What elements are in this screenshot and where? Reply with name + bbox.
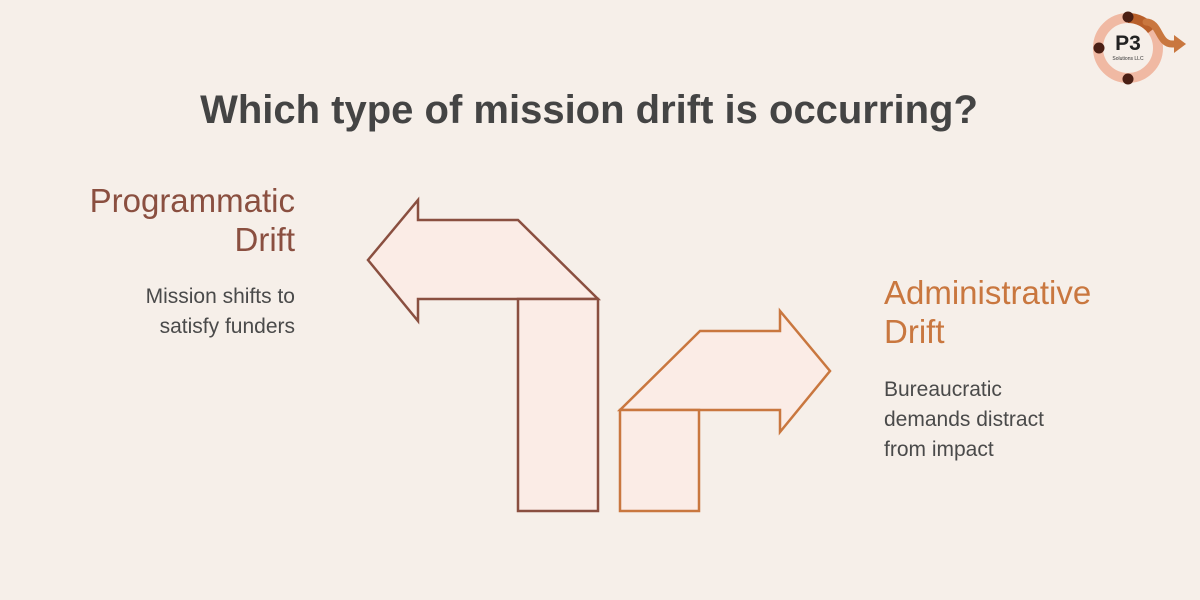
left-arrow-head bbox=[366, 196, 602, 325]
administrative-drift-heading: Administrative Drift bbox=[884, 273, 1164, 351]
programmatic-drift-description-line1: Mission shifts to bbox=[145, 285, 295, 308]
administrative-drift-description-line1: Bureaucratic bbox=[884, 378, 1002, 401]
administrative-drift-description: Bureaucratic demands distract from impac… bbox=[884, 375, 1124, 465]
right-arrow-stem bbox=[618, 408, 701, 513]
administrative-drift-heading-line1: Administrative bbox=[884, 274, 1092, 311]
programmatic-drift-heading-line1: Programmatic bbox=[89, 182, 295, 219]
programmatic-drift-description: Mission shifts to satisfy funders bbox=[60, 282, 295, 342]
logo-wordmark: P3 bbox=[1115, 32, 1141, 55]
administrative-drift-heading-line2: Drift bbox=[884, 313, 945, 350]
programmatic-drift-heading-line2: Drift bbox=[234, 221, 296, 258]
logo-subtext: Solutions LLC bbox=[1112, 56, 1144, 62]
logo-arrow-icon bbox=[1174, 35, 1186, 53]
left-arrow-stem bbox=[516, 297, 600, 513]
administrative-drift-description-line3: from impact bbox=[884, 438, 994, 461]
logo-dot-top bbox=[1122, 11, 1134, 23]
right-arrow-head bbox=[616, 307, 832, 436]
logo-dot-bottom bbox=[1122, 73, 1134, 85]
programmatic-drift-description-line2: satisfy funders bbox=[159, 315, 295, 338]
programmatic-drift-heading: Programmatic Drift bbox=[40, 181, 295, 259]
programmatic-drift-arrow bbox=[366, 196, 602, 513]
logo-swoosh bbox=[1142, 18, 1182, 48]
administrative-drift-arrow bbox=[616, 307, 832, 513]
page-title: Which type of mission drift is occurring… bbox=[200, 88, 978, 132]
p3-logo bbox=[1093, 11, 1186, 85]
administrative-drift-description-line2: demands distract bbox=[884, 408, 1044, 431]
logo-dot-left bbox=[1093, 42, 1105, 54]
